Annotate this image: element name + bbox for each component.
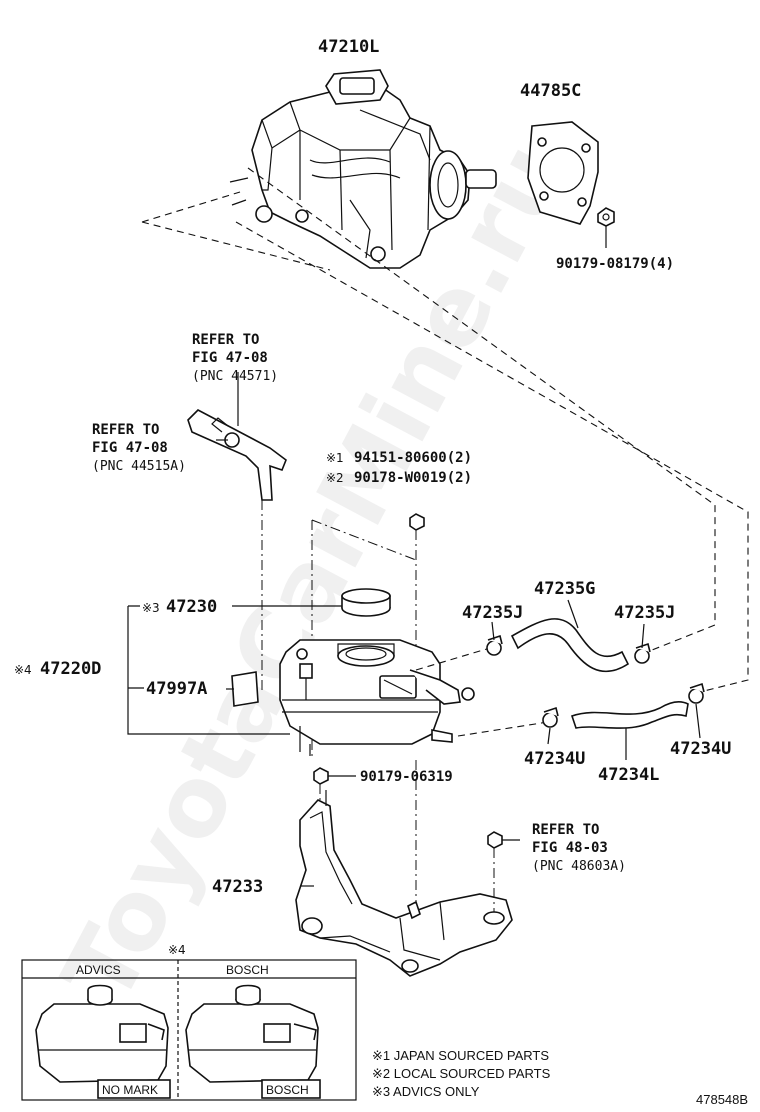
- part-47230: 47230: [166, 597, 217, 617]
- legend-1: ※1 JAPAN SOURCED PARTS: [372, 1048, 549, 1063]
- mark-4: ※4: [14, 663, 32, 677]
- brake-actuator-assembly-drawing: [229, 69, 497, 269]
- part-47235J-right: 47235J: [614, 603, 675, 623]
- ref2-line2: FIG 47-08: [92, 440, 168, 456]
- hose-47235G-drawing: [510, 618, 630, 673]
- bolt-48603A-drawing: [487, 831, 503, 849]
- part-90178-W0019: 90178-W0019(2): [354, 470, 472, 486]
- clamp-47234U-right: [688, 682, 705, 704]
- bracket-drawing: [295, 790, 513, 977]
- clamp-47235J-right: [634, 642, 651, 664]
- bolt-top-drawing: [409, 513, 425, 531]
- booster-link-dash-top: [141, 191, 331, 271]
- ref3-pnc: (PNC 48603A): [532, 859, 626, 874]
- part-44785C: 44785C: [520, 81, 581, 101]
- part-94151-80600: 94151-80600(2): [354, 450, 472, 466]
- leader-47234U-right: [695, 703, 701, 739]
- clamp-47235J-left: [486, 634, 503, 656]
- inset-label-bosch: BOSCH: [266, 1083, 309, 1097]
- part-47235J-left: 47235J: [462, 603, 523, 623]
- part-47220D: 47220D: [40, 659, 101, 679]
- part-47997A: 47997A: [146, 679, 207, 699]
- part-90179-06319: 90179-06319: [360, 769, 453, 785]
- ref1-line2: FIG 47-08: [192, 350, 268, 366]
- leader-47235J-right: [641, 623, 645, 649]
- bracket-47220D: [127, 605, 290, 735]
- inset-title-advics: ADVICS: [76, 963, 121, 977]
- inset-title-bosch: BOSCH: [226, 963, 269, 977]
- label-sticker-drawing: [231, 671, 259, 707]
- ref1-line1: REFER TO: [192, 332, 259, 348]
- ref1-pnc: (PNC 44571): [192, 369, 278, 384]
- clamp-47234U-left: [542, 706, 559, 728]
- leader-47235G: [567, 599, 579, 629]
- mark-4-inset: ※4: [168, 943, 186, 957]
- legend-2: ※2 LOCAL SOURCED PARTS: [372, 1066, 551, 1081]
- nut-drawing: [597, 207, 615, 248]
- gasket-drawing: [527, 121, 599, 225]
- part-47234L: 47234L: [598, 765, 659, 785]
- part-47234U-left: 47234U: [524, 749, 585, 769]
- part-90179-08179: 90179-08179(4): [556, 256, 674, 272]
- reservoir-hose-drawing: [187, 409, 287, 501]
- reservoir-cap-drawing: [341, 588, 391, 617]
- mark-2: ※2: [326, 471, 344, 485]
- legend-3: ※3 ADVICS ONLY: [372, 1084, 480, 1099]
- part-47210L: 47210L: [318, 37, 379, 57]
- inset-tank-advics-drawing: [35, 984, 171, 1099]
- inset-label-no-mark: NO MARK: [102, 1083, 158, 1097]
- part-47234U-right: 47234U: [670, 739, 731, 759]
- mark-3: ※3: [142, 601, 160, 615]
- ref3-line2: FIG 48-03: [532, 840, 608, 856]
- booster-link-dash-right-2: [235, 221, 749, 693]
- part-47235G: 47235G: [534, 579, 595, 599]
- ref3-line1: REFER TO: [532, 822, 599, 838]
- ref2-line1: REFER TO: [92, 422, 159, 438]
- outlet-dash-lower: [457, 721, 549, 737]
- nut-06319-drawing: [313, 767, 329, 785]
- mark-1: ※1: [326, 451, 344, 465]
- figure-id: 478548B: [696, 1092, 748, 1107]
- reservoir-tank-drawing: [279, 639, 475, 756]
- leader-47235J-left: [491, 621, 495, 641]
- booster-link-dash-right: [247, 167, 716, 655]
- inset-tank-bosch-drawing: [185, 984, 321, 1099]
- hose-47234L-drawing: [570, 701, 689, 729]
- leader-47234U-left: [547, 727, 551, 745]
- variant-inset-box: [21, 959, 357, 1101]
- part-47233: 47233: [212, 877, 263, 897]
- ref2-pnc: (PNC 44515A): [92, 459, 186, 474]
- outlet-dash-upper: [415, 647, 491, 671]
